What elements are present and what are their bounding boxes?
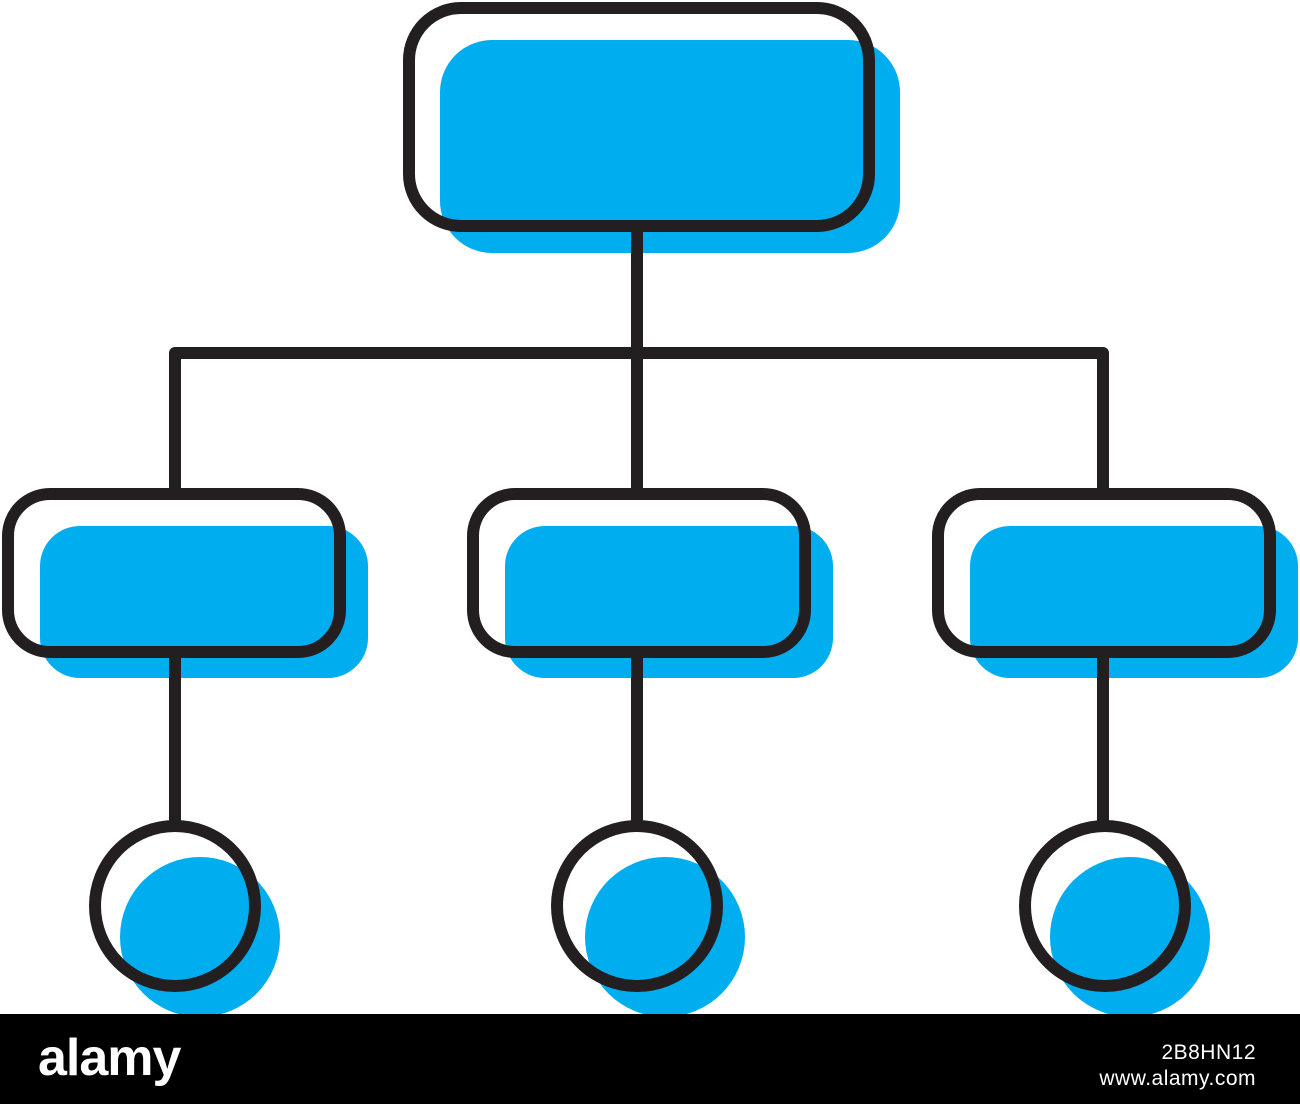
outlines [2, 2, 1276, 992]
leaf-right-node-fill [1050, 857, 1210, 1014]
source-url: www.alamy.com [1099, 1067, 1256, 1090]
leaf-middle-node-fill [585, 857, 745, 1014]
leaf-right-node [1019, 820, 1191, 992]
connectors [169, 220, 1109, 832]
blue-fills [40, 40, 1298, 1014]
child-right-node-fill [970, 526, 1298, 678]
watermark-footer: alamy 2B8HN12 www.alamy.com [0, 1014, 1300, 1104]
image-id: 2B8HN12 [1161, 1041, 1256, 1064]
child-middle-node [467, 488, 811, 658]
leaf-left-node [89, 820, 261, 992]
child-middle-node-fill [505, 526, 833, 678]
hierarchy-diagram [2, 2, 1298, 1014]
child-left-node-fill [40, 526, 368, 678]
alamy-logo: alamy [38, 1029, 181, 1087]
leaf-left-node-fill [120, 857, 280, 1014]
leaf-middle-node [551, 820, 723, 992]
root-node-fill [440, 40, 900, 253]
root-node [403, 2, 875, 232]
child-right-node [932, 488, 1276, 658]
child-left-node [2, 488, 346, 658]
